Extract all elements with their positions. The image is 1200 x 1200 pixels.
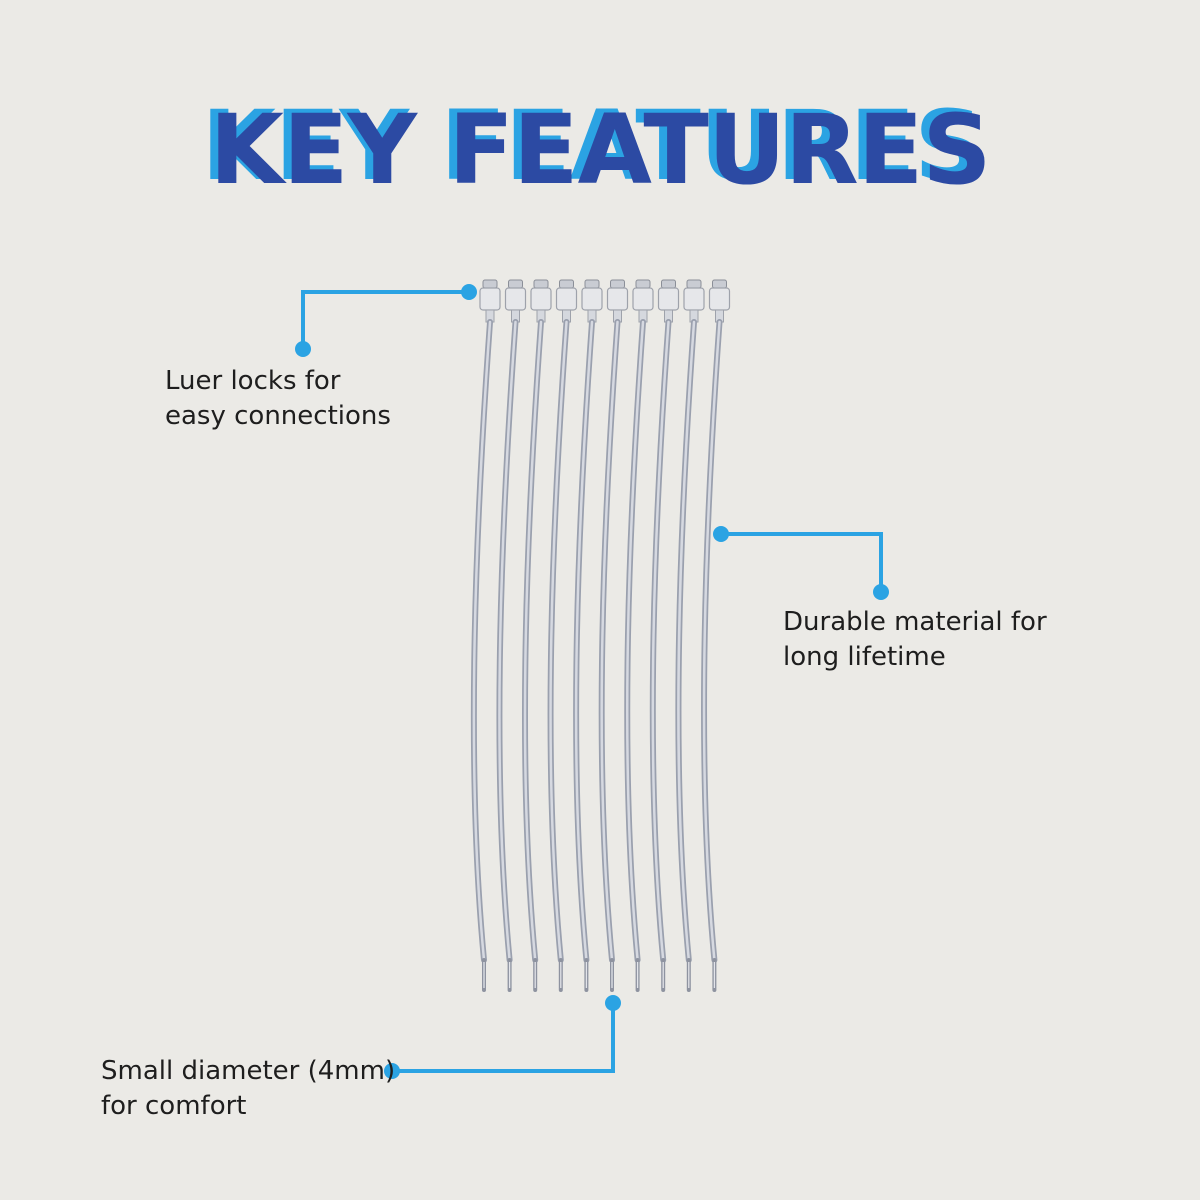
tube	[573, 279, 603, 992]
tube	[547, 279, 578, 992]
title-shadow: KEY FEATURES	[201, 90, 984, 202]
callout-durable-material: Durable material for long lifetime	[783, 607, 1047, 672]
page-title: KEY FEATURES KEY FEATURES	[0, 86, 1200, 206]
tube	[470, 279, 501, 992]
title-front: KEY FEATURES	[209, 94, 992, 206]
callout-line-diameter	[384, 995, 621, 1079]
tube	[496, 279, 527, 992]
tube-bundle	[470, 279, 731, 992]
callout-line-durable	[713, 526, 889, 600]
tube	[624, 279, 654, 992]
callout-line-luer	[295, 284, 477, 357]
tube	[700, 279, 731, 992]
tube	[521, 279, 552, 992]
tube	[649, 279, 680, 992]
callout-luer-locks: Luer locks for easy connections	[165, 366, 391, 431]
callout-small-diameter: Small diameter (4mm) for comfort	[101, 1056, 396, 1121]
tube	[598, 279, 629, 992]
tube	[675, 279, 705, 992]
